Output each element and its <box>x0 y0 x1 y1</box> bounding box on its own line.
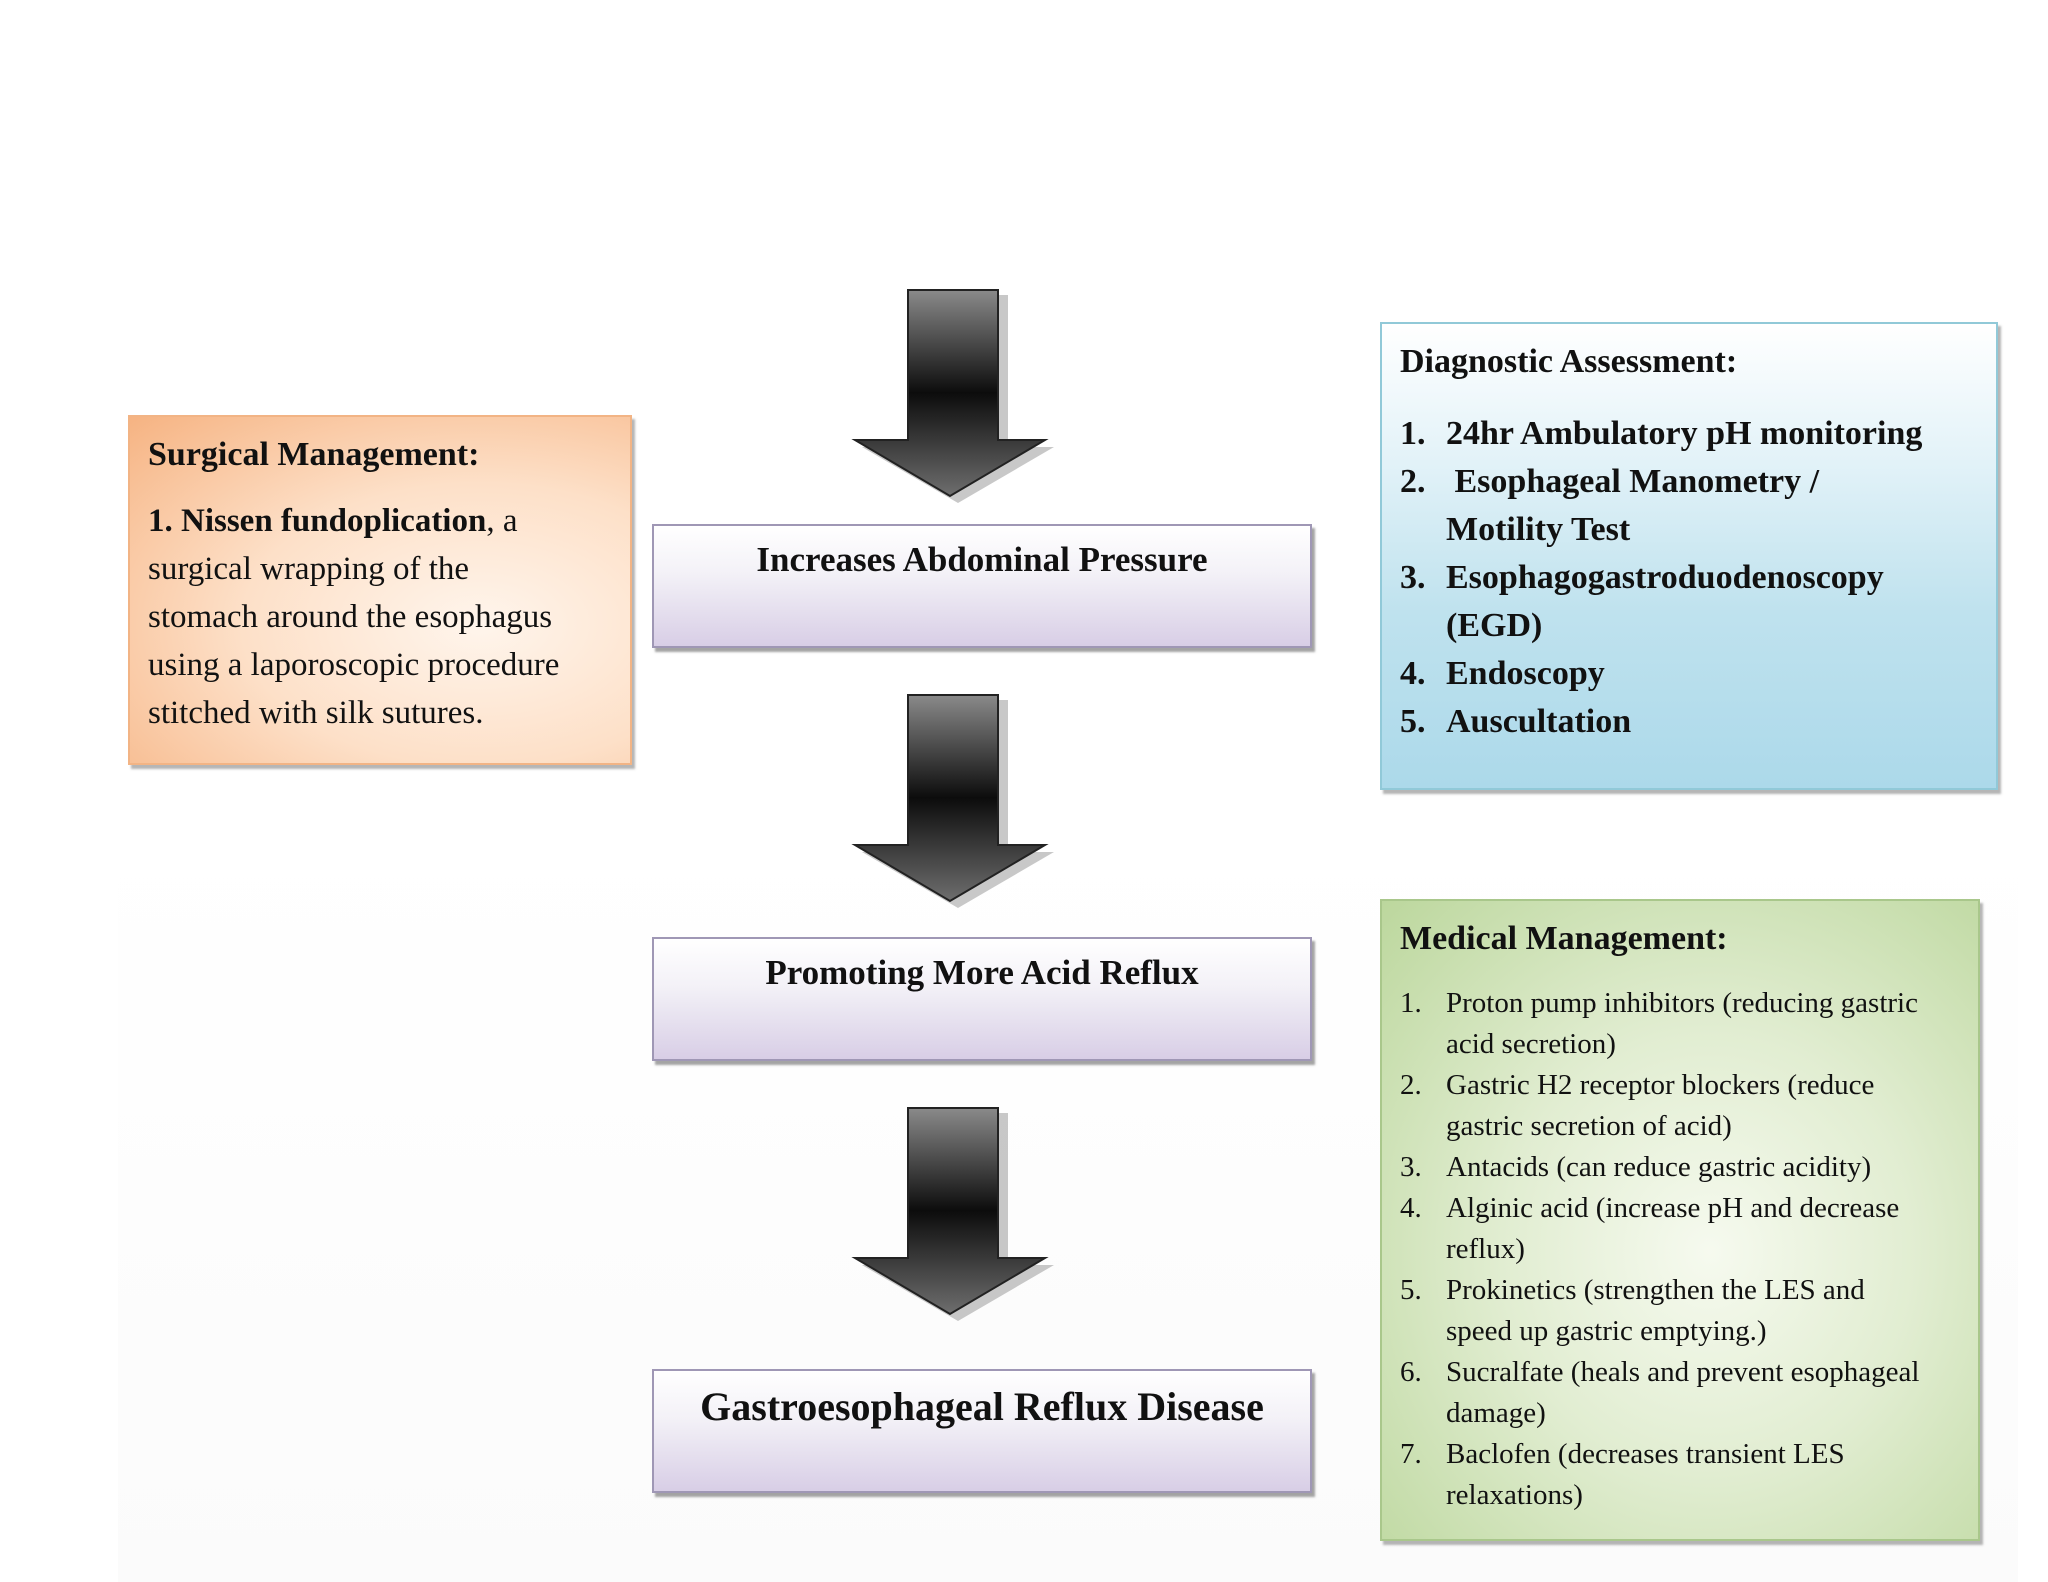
list-item-line: Prokinetics (strengthen the LES and <box>1446 1274 1865 1306</box>
list-item-line: Proton pump inhibitors (reducing gastric <box>1446 987 1918 1019</box>
down-arrow-icon <box>851 1107 1054 1321</box>
list-item-line: Endoscopy <box>1446 655 1605 692</box>
list-item-text: Esophagogastroduodenoscopy (EGD) <box>1446 554 1884 650</box>
surgical-item-line: stitched with silk sutures. <box>148 695 484 731</box>
list-item-line: Auscultation <box>1446 703 1632 740</box>
list-item-text: Prokinetics (strengthen the LES and speed… <box>1446 1270 1865 1352</box>
list-item-number: 5. <box>1400 1274 1422 1306</box>
list-item-text: Alginic acid (increase pH and decrease re… <box>1446 1188 1899 1270</box>
flow-step-label: Promoting More Acid Reflux <box>765 953 1199 992</box>
list-item-line: Esophagogastroduodenoscopy <box>1446 559 1884 596</box>
list-item-number: 6. <box>1400 1356 1422 1388</box>
list-item-line: Alginic acid (increase pH and decrease <box>1446 1192 1900 1224</box>
list-item-line: gastric secretion of acid) <box>1446 1110 1732 1142</box>
list-item: 2. Esophageal Manometry / Motility Test <box>1400 458 1978 554</box>
surgical-item: 1. Nissen fundoplication, a surgical wrap… <box>148 497 612 737</box>
list-item-text: Antacids (can reduce gastric acidity) <box>1446 1147 1871 1188</box>
list-item-line: 24hr Ambulatory pH monitoring <box>1446 415 1923 452</box>
list-item: 5. Prokinetics (strengthen the LES and sp… <box>1400 1270 1960 1352</box>
list-item-text: Sucralfate (heals and prevent esophageal… <box>1446 1352 1919 1434</box>
flow-step-acid-reflux: Promoting More Acid Reflux <box>652 937 1312 1061</box>
surgical-item-line: , a <box>486 503 518 539</box>
flow-step-gerd: Gastroesophageal Reflux Disease <box>652 1369 1312 1493</box>
list-item-number: 2. <box>1400 463 1426 500</box>
list-item: 3. Esophagogastroduodenoscopy (EGD) <box>1400 554 1978 650</box>
list-item-number: 1. <box>1400 987 1422 1019</box>
list-item-text: Gastric H2 receptor blockers (reduce gast… <box>1446 1065 1874 1147</box>
list-item: 5. Auscultation <box>1400 698 1978 746</box>
list-item: 6. Sucralfate (heals and prevent esophag… <box>1400 1352 1960 1434</box>
panel-title: Diagnostic Assessment: <box>1400 343 1738 380</box>
list-item-number: 4. <box>1400 655 1426 692</box>
medical-list: 1. Proton pump inhibitors (reducing gast… <box>1400 983 1960 1516</box>
list-item: 4. Alginic acid (increase pH and decreas… <box>1400 1188 1960 1270</box>
list-item: 1. Proton pump inhibitors (reducing gast… <box>1400 983 1960 1065</box>
list-item-line: Baclofen (decreases transient LES <box>1446 1438 1845 1470</box>
list-item-text: Proton pump inhibitors (reducing gastric… <box>1446 983 1918 1065</box>
list-item-number: 4. <box>1400 1192 1422 1224</box>
list-item-line: Motility Test <box>1446 511 1631 548</box>
panel-title: Medical Management: <box>1400 920 1728 957</box>
list-item-number: 2. <box>1400 1069 1422 1101</box>
list-item: 3. Antacids (can reduce gastric acidity) <box>1400 1147 1960 1188</box>
panel-title: Surgical Management: <box>148 436 480 473</box>
list-item-text: 24hr Ambulatory pH monitoring <box>1446 410 1922 458</box>
list-item-text: Esophageal Manometry / Motility Test <box>1446 458 1819 554</box>
list-item-text: Endoscopy <box>1446 650 1605 698</box>
surgical-item-line: stomach around the esophagus <box>148 599 553 635</box>
flow-step-label: Gastroesophageal Reflux Disease <box>700 1384 1264 1429</box>
list-item-line: Antacids (can reduce gastric acidity) <box>1446 1151 1872 1183</box>
list-item-text: Auscultation <box>1446 698 1631 746</box>
list-item: 4. Endoscopy <box>1400 650 1978 698</box>
list-item-number: 3. <box>1400 1151 1422 1183</box>
list-item: 2. Gastric H2 receptor blockers (reduce g… <box>1400 1065 1960 1147</box>
list-item-line: (EGD) <box>1446 607 1543 644</box>
list-item-text: Baclofen (decreases transient LES relaxat… <box>1446 1434 1845 1516</box>
down-arrow-icon <box>851 694 1054 908</box>
list-item-line: Esophageal Manometry / <box>1446 463 1820 500</box>
list-item-line: speed up gastric emptying.) <box>1446 1315 1767 1347</box>
surgical-item-line: surgical wrapping of the <box>148 551 470 587</box>
flow-step-label: Increases Abdominal Pressure <box>756 540 1208 579</box>
down-arrow-icon <box>851 289 1054 503</box>
list-item-number: 5. <box>1400 703 1426 740</box>
medical-management-panel: Medical Management: 1. Proton pump inhib… <box>1380 899 1980 1541</box>
list-item-number: 7. <box>1400 1438 1422 1470</box>
list-item-number: 3. <box>1400 559 1426 596</box>
surgical-item-number: 1. <box>148 503 173 539</box>
list-item-line: damage) <box>1446 1397 1546 1429</box>
list-item-line: acid secretion) <box>1446 1028 1616 1060</box>
list-item: 7. Baclofen (decreases transient LES rela… <box>1400 1434 1960 1516</box>
list-item: 1. 24hr Ambulatory pH monitoring <box>1400 410 1978 458</box>
list-item-line: reflux) <box>1446 1233 1525 1265</box>
list-item-line: Sucralfate (heals and prevent esophageal <box>1446 1356 1920 1388</box>
surgical-item-line: using a laporoscopic procedure <box>148 647 560 683</box>
flow-step-abdominal-pressure: Increases Abdominal Pressure <box>652 524 1312 648</box>
list-item-line: Gastric H2 receptor blockers (reduce <box>1446 1069 1875 1101</box>
diagnostic-list: 1. 24hr Ambulatory pH monitoring 2. Esop… <box>1400 410 1978 746</box>
surgical-item-name: Nissen fundoplication <box>181 503 487 539</box>
surgical-management-panel: Surgical Management: 1. Nissen fundoplic… <box>128 415 632 765</box>
list-item-number: 1. <box>1400 415 1426 452</box>
diagnostic-assessment-panel: Diagnostic Assessment: 1. 24hr Ambulator… <box>1380 322 1998 790</box>
list-item-line: relaxations) <box>1446 1479 1583 1511</box>
